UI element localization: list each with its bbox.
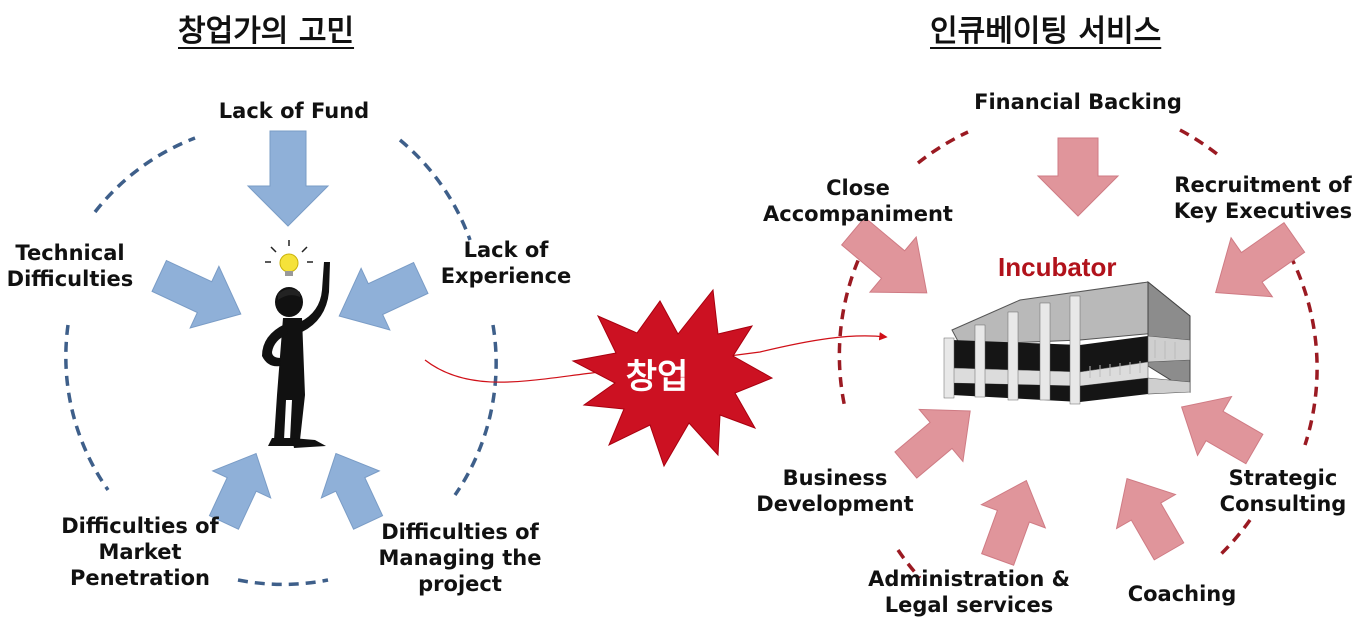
arrow-lack-of-fund — [246, 130, 330, 227]
startup-burst-label: 창업 — [625, 357, 689, 397]
label-lack-of-fund: Lack of Fund — [218, 99, 370, 123]
incubator-building-icon — [943, 280, 1191, 405]
right-dashed-circle — [837, 128, 1319, 580]
right-arrows — [840, 137, 1306, 566]
arrow-coaching — [1115, 477, 1185, 561]
label-close-accompaniment: Close Accompaniment — [763, 176, 953, 226]
label-market-penetration: Difficulties of Market Penetration — [61, 514, 219, 590]
entrepreneur-figure — [262, 240, 330, 448]
label-recruitment: Recruitment of Key Executives — [1173, 173, 1353, 223]
startup-burst — [571, 288, 774, 468]
arrow-strategic — [1180, 395, 1264, 465]
label-strategic-consulting: Strategic Consulting — [1219, 466, 1347, 516]
label-financial-backing: Financial Backing — [974, 90, 1182, 114]
incubator-label: Incubator — [998, 252, 1117, 282]
label-business-development: Business Development — [756, 466, 914, 516]
arrow-market — [208, 452, 272, 530]
label-managing-project: Difficulties of Managing the project — [378, 520, 542, 596]
left-arrows — [151, 130, 429, 530]
label-technical-difficulties: Technical Difficulties — [6, 241, 134, 291]
lightbulb-icon — [265, 240, 313, 276]
arrow-managing — [320, 452, 384, 530]
arrow-financial — [1036, 137, 1120, 217]
label-lack-of-experience: Lack of Experience — [440, 238, 572, 288]
left-title: 창업가의 고민 — [178, 14, 355, 49]
arrow-experience — [338, 261, 429, 331]
label-administration-legal: Administration & Legal services — [868, 567, 1070, 617]
arrow-technical — [151, 259, 242, 329]
arrow-close — [840, 216, 928, 294]
left-dashed-circle — [64, 136, 498, 587]
arrow-business — [894, 408, 971, 479]
label-coaching: Coaching — [1127, 582, 1237, 606]
arrow-admin — [980, 479, 1047, 566]
arrow-recruitment — [1215, 222, 1306, 298]
right-title: 인큐베이팅 서비스 — [930, 14, 1162, 49]
